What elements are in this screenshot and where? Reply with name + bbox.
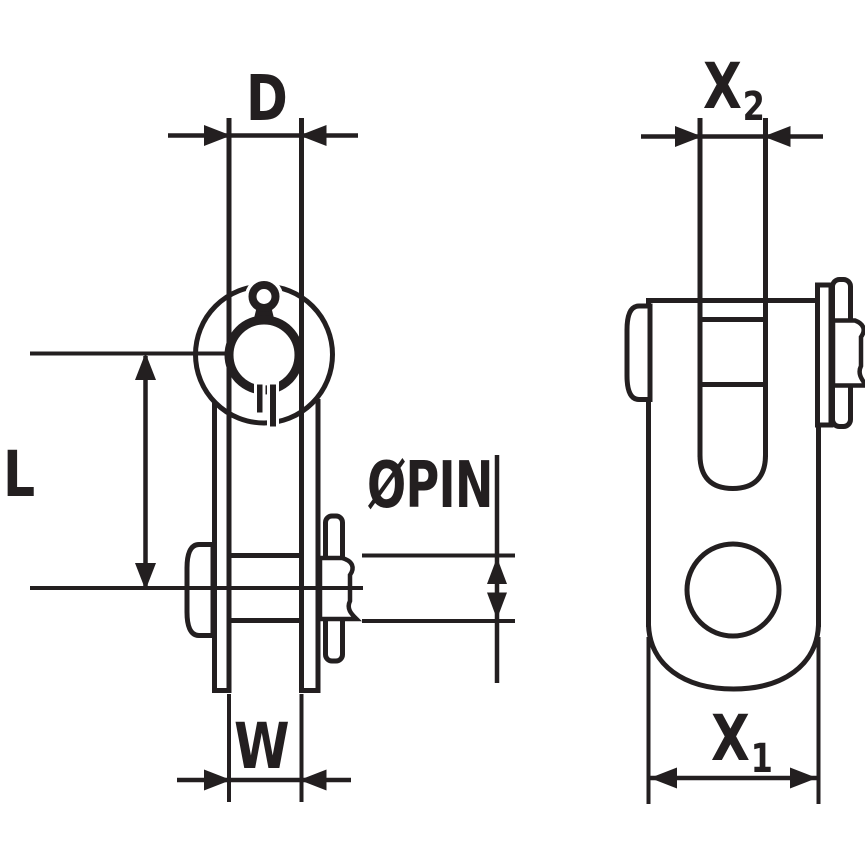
pin-head-front xyxy=(624,303,653,402)
dimension-l xyxy=(135,353,156,590)
dim-label-x2: X2 xyxy=(703,55,765,127)
dimension-x2 xyxy=(641,126,823,147)
toggle-pin-ring xyxy=(224,315,304,395)
dim-label-stud-diameter: D xyxy=(246,62,288,135)
dimension-x1 xyxy=(646,637,821,804)
dim-label-length: L xyxy=(3,438,35,511)
nut-front xyxy=(830,318,865,388)
cotter-ring-legs xyxy=(254,381,279,430)
dimension-pin xyxy=(362,455,515,683)
slot-bottom-arc xyxy=(697,454,768,492)
fork-rod-lines xyxy=(697,118,768,457)
stud-lines xyxy=(226,118,304,690)
front-view-group xyxy=(624,118,865,804)
dim-label-x2-base: X xyxy=(703,50,742,123)
washer-front xyxy=(815,282,834,428)
dim-label-x1-base: X xyxy=(711,702,750,775)
dim-label-x1: X1 xyxy=(711,707,773,779)
dim-label-jaw-width: W xyxy=(234,710,290,783)
pin-through-slot xyxy=(700,317,766,387)
pin-retainer-front xyxy=(815,277,865,429)
dim-label-x2-subscript: 2 xyxy=(742,84,765,130)
dimension-d xyxy=(168,125,358,146)
pin-hole-circle xyxy=(684,541,782,639)
side-view-group xyxy=(30,118,515,802)
dim-label-x1-subscript: 1 xyxy=(750,736,773,782)
dim-label-pin-diameter: ØPIN xyxy=(367,449,493,523)
dimension-w xyxy=(177,694,351,802)
